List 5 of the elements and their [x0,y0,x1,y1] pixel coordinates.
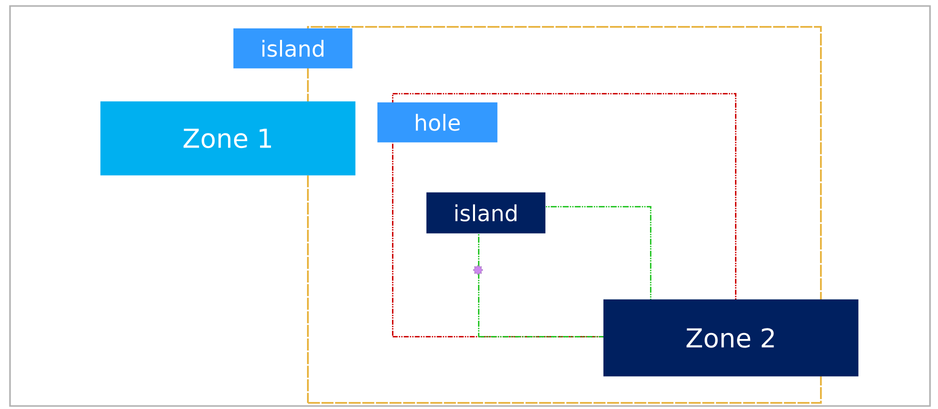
label-box: island [233,28,352,68]
label-box: island [426,192,546,234]
label-box: Zone 2 [603,299,858,376]
label-box: hole [377,102,498,142]
label-box: Zone 1 [100,101,356,176]
